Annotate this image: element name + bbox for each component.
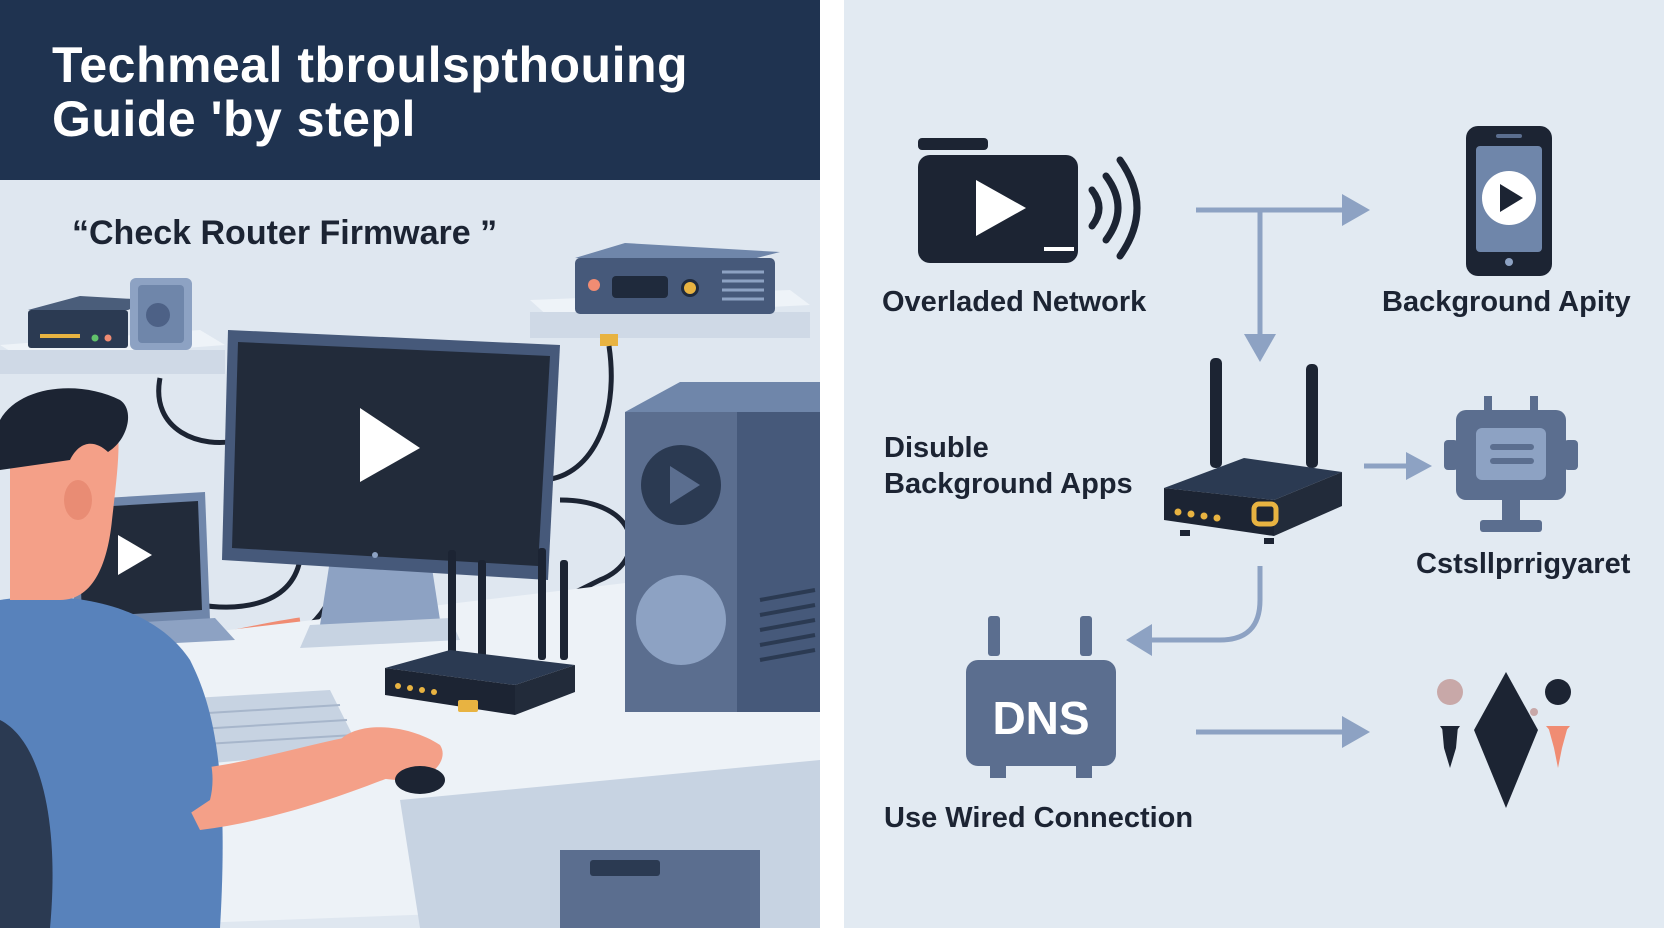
- node-label-disable-apps-line-1: Disuble: [884, 432, 989, 464]
- people-icon: [1437, 672, 1571, 808]
- dns-icon-text: DNS: [992, 692, 1089, 744]
- router-icon: [1164, 358, 1342, 544]
- monitor-settings-icon: [1444, 396, 1578, 532]
- speaker-icon: [130, 278, 192, 350]
- node-label-settings-device: Cstsllprrigyaret: [1416, 548, 1631, 580]
- step-label: “Check Router Firmware ”: [72, 214, 498, 252]
- page-title: Techmeal tbroulspthouing Guide 'by stepl: [52, 38, 688, 146]
- node-label-background-activity: Background Apity: [1382, 286, 1631, 318]
- arrow-heads: [1126, 194, 1432, 748]
- flow-arrows: [1150, 207, 1409, 735]
- node-label-disable-apps-line-2: Background Apps: [884, 468, 1133, 500]
- dns-server-icon: [966, 616, 1116, 778]
- tower-pc-icon: [625, 382, 820, 712]
- set-top-box-icon: [575, 243, 780, 346]
- person-illustration: [0, 388, 445, 928]
- main-monitor-icon: [222, 330, 560, 648]
- diagram-panel: DNS Overladed Network Background Apity D…: [844, 0, 1664, 928]
- title-line-2: Guide 'by stepl: [52, 91, 416, 147]
- illustration-panel: Techmeal tbroulspthouing Guide 'by stepl…: [0, 0, 820, 928]
- workstation-illustration: [0, 180, 820, 928]
- title-line-1: Techmeal tbroulspthouing: [52, 37, 689, 93]
- desk-router-icon: [385, 548, 575, 715]
- title-banner: Techmeal tbroulspthouing Guide 'by stepl: [0, 0, 820, 180]
- small-router-icon: [28, 296, 150, 348]
- panel-divider: [820, 0, 844, 928]
- node-label-overloaded-network: Overladed Network: [882, 286, 1147, 318]
- node-label-wired-connection: Use Wired Connection: [884, 802, 1194, 834]
- video-broadcast-icon: [918, 138, 1141, 263]
- smartphone-play-icon: [1466, 126, 1552, 276]
- troubleshooting-flow-diagram: DNS: [918, 126, 1578, 808]
